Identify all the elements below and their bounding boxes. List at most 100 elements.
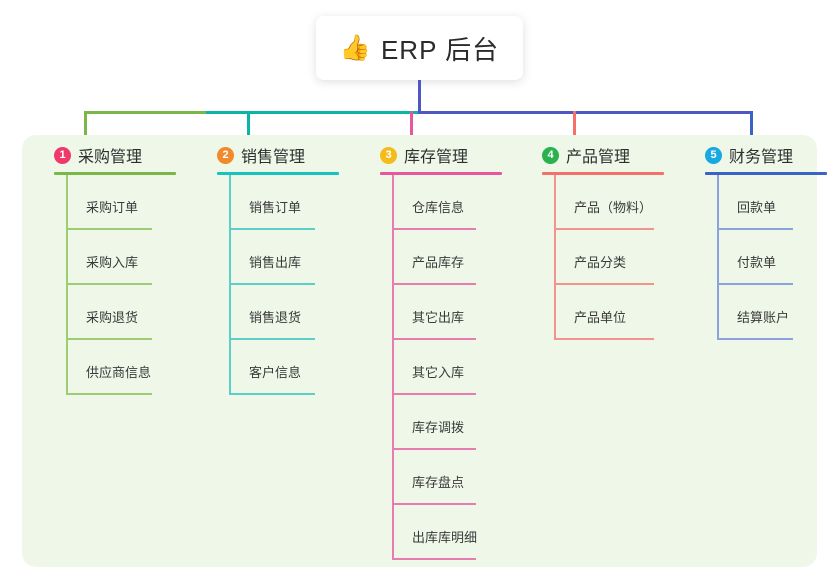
leaf-node-underline <box>229 228 315 230</box>
column-number-badge: 3 <box>380 146 397 164</box>
column-number-badge: 4 <box>542 146 559 164</box>
leaf-node-underline <box>229 393 315 395</box>
leaf-node[interactable]: 采购退货 <box>42 285 205 340</box>
leaf-node-underline <box>66 338 152 340</box>
column-title: 产品管理 <box>566 149 631 166</box>
column-number-badge: 2 <box>217 146 234 164</box>
leaf-node-label: 采购入库 <box>86 255 139 270</box>
leaf-node[interactable]: 仓库信息 <box>368 175 531 230</box>
leaf-node-underline <box>392 338 476 340</box>
leaf-node-label: 库存盘点 <box>412 475 465 490</box>
leaf-node-label: 产品分类 <box>574 255 627 270</box>
column-header-1[interactable]: 1 采购管理 <box>42 135 205 175</box>
root-node-title: ERP 后台 <box>380 34 500 65</box>
column-number-badge: 5 <box>705 146 722 164</box>
column-5: 5 财务管理回款单付款单结算账户 <box>693 135 839 340</box>
leaf-node[interactable]: 销售订单 <box>205 175 368 230</box>
leaf-node-underline <box>392 503 476 505</box>
column-header-underline <box>54 172 176 175</box>
leaf-node-label: 其它出库 <box>412 310 465 325</box>
leaf-node[interactable]: 结算账户 <box>693 285 839 340</box>
leaf-node[interactable]: 其它出库 <box>368 285 531 340</box>
leaf-node-underline <box>554 283 654 285</box>
column-items-1: 采购订单采购入库采购退货供应商信息 <box>42 175 205 395</box>
leaf-node-label: 客户信息 <box>249 365 302 380</box>
leaf-node[interactable]: 采购订单 <box>42 175 205 230</box>
column-header-2[interactable]: 2 销售管理 <box>205 135 368 175</box>
column-2: 2 销售管理销售订单销售出库销售退货客户信息 <box>205 135 368 395</box>
leaf-node-label: 其它入库 <box>412 365 465 380</box>
leaf-node[interactable]: 供应商信息 <box>42 340 205 395</box>
column-header-4[interactable]: 4 产品管理 <box>530 135 693 175</box>
column-header-5[interactable]: 5 财务管理 <box>693 135 839 175</box>
column-spine <box>717 175 719 340</box>
leaf-node[interactable]: 付款单 <box>693 230 839 285</box>
leaf-node-underline <box>66 283 152 285</box>
leaf-node[interactable]: 回款单 <box>693 175 839 230</box>
column-4: 4 产品管理产品（物料） 产品分类产品单位 <box>530 135 693 340</box>
column-1: 1 采购管理采购订单采购入库采购退货供应商信息 <box>42 135 205 395</box>
leaf-node-underline <box>66 393 152 395</box>
column-header-underline <box>705 172 827 175</box>
leaf-node-label: 付款单 <box>737 255 777 270</box>
leaf-node-label: 库存调拨 <box>412 420 465 435</box>
column-title: 库存管理 <box>404 149 469 166</box>
leaf-node-label: 回款单 <box>737 200 777 215</box>
column-header-underline <box>217 172 339 175</box>
leaf-node-label: 产品（物料） <box>574 200 653 215</box>
leaf-node-label: 供应商信息 <box>86 365 152 380</box>
column-items-5: 回款单付款单结算账户 <box>693 175 839 340</box>
leaf-node-underline <box>392 393 476 395</box>
leaf-node-label: 销售订单 <box>249 200 302 215</box>
leaf-node-label: 产品库存 <box>412 255 465 270</box>
column-items-3: 仓库信息产品库存其它出库其它入库库存调拨库存盘点出库库明细 <box>368 175 531 560</box>
leaf-node-underline <box>717 338 793 340</box>
column-spine <box>554 175 556 340</box>
leaf-node[interactable]: 出库库明细 <box>368 505 531 560</box>
leaf-node[interactable]: 产品分类 <box>530 230 693 285</box>
leaf-node[interactable]: 产品（物料） <box>530 175 693 230</box>
column-spine <box>392 175 394 560</box>
leaf-node[interactable]: 采购入库 <box>42 230 205 285</box>
leaf-node-underline <box>392 448 476 450</box>
column-header-underline <box>542 172 664 175</box>
leaf-node-underline <box>392 283 476 285</box>
leaf-node-label: 仓库信息 <box>412 200 465 215</box>
root-node-card[interactable]: 👍 ERP 后台 <box>316 16 523 80</box>
leaf-node-label: 结算账户 <box>737 310 790 325</box>
column-header-underline <box>380 172 502 175</box>
column-spine <box>229 175 231 395</box>
leaf-node-label: 销售退货 <box>249 310 302 325</box>
leaf-node-underline <box>554 338 654 340</box>
leaf-node[interactable]: 销售退货 <box>205 285 368 340</box>
leaf-node[interactable]: 产品库存 <box>368 230 531 285</box>
leaf-node-label: 出库库明细 <box>412 530 478 545</box>
column-spine <box>66 175 68 395</box>
leaf-node-underline <box>392 228 476 230</box>
column-title: 销售管理 <box>241 149 306 166</box>
leaf-node[interactable]: 库存调拨 <box>368 395 531 450</box>
leaf-node-label: 销售出库 <box>249 255 302 270</box>
leaf-node-underline <box>229 283 315 285</box>
diagram-panel <box>22 135 817 567</box>
leaf-node-label: 采购退货 <box>86 310 139 325</box>
leaf-node[interactable]: 产品单位 <box>530 285 693 340</box>
leaf-node-underline <box>717 283 793 285</box>
column-title: 采购管理 <box>78 149 143 166</box>
leaf-node[interactable]: 库存盘点 <box>368 450 531 505</box>
leaf-node[interactable]: 客户信息 <box>205 340 368 395</box>
column-items-4: 产品（物料） 产品分类产品单位 <box>530 175 693 340</box>
column-header-3[interactable]: 3 库存管理 <box>368 135 531 175</box>
leaf-node-underline <box>392 558 476 560</box>
column-title: 财务管理 <box>729 149 794 166</box>
leaf-node[interactable]: 其它入库 <box>368 340 531 395</box>
leaf-node[interactable]: 销售出库 <box>205 230 368 285</box>
leaf-node-underline <box>229 338 315 340</box>
leaf-node-underline <box>717 228 793 230</box>
column-3: 3 库存管理仓库信息产品库存其它出库其它入库库存调拨库存盘点出库库明细 <box>368 135 531 560</box>
column-number-badge: 1 <box>54 146 71 164</box>
leaf-node-label: 采购订单 <box>86 200 139 215</box>
leaf-node-label: 产品单位 <box>574 310 627 325</box>
leaf-node-underline <box>554 228 654 230</box>
columns-container: 1 采购管理采购订单采购入库采购退货供应商信息 2 销售管理销售订单销售出库销售退货客… <box>0 135 839 567</box>
